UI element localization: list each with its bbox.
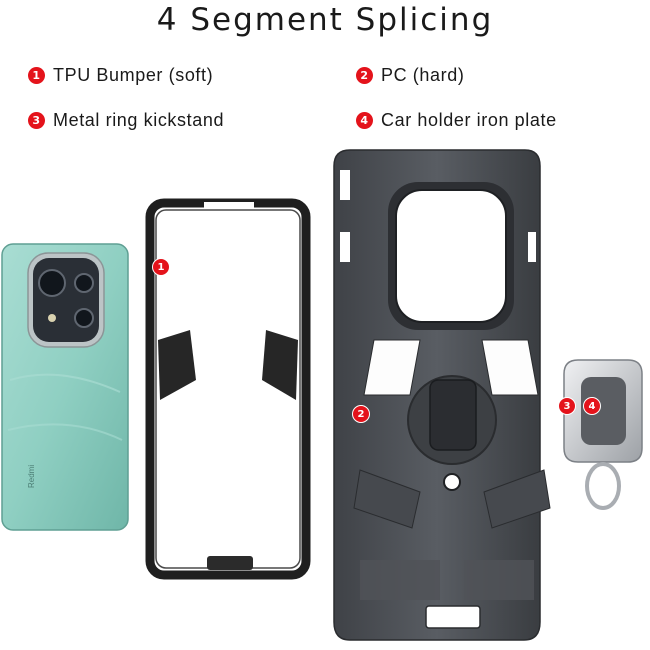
marker-tpu-bumper: 1 bbox=[152, 258, 170, 276]
camera-lens bbox=[74, 308, 94, 328]
legend-item-pc-hard: 2 PC (hard) bbox=[356, 63, 464, 87]
legend-label: Car holder iron plate bbox=[381, 109, 557, 130]
bottom-port-cutout bbox=[425, 605, 481, 629]
flash bbox=[48, 314, 56, 322]
pc-hard-shell bbox=[333, 149, 551, 641]
camera-lens bbox=[38, 269, 66, 297]
legend-number-badge: 2 bbox=[356, 66, 373, 84]
marker-iron-plate: 4 bbox=[583, 397, 601, 415]
legend-number-badge: 3 bbox=[28, 111, 45, 129]
phone-brand-text: Redmi bbox=[27, 465, 36, 488]
legend-item-tpu-bumper: 1 TPU Bumper (soft) bbox=[28, 63, 213, 87]
marker-metal-ring: 3 bbox=[558, 397, 576, 415]
legend-item-iron-plate: 4 Car holder iron plate bbox=[356, 108, 557, 132]
legend-label: TPU Bumper (soft) bbox=[53, 64, 214, 85]
legend-label: Metal ring kickstand bbox=[53, 109, 225, 130]
iron-plate bbox=[581, 377, 626, 445]
legend-number-badge: 1 bbox=[28, 66, 45, 84]
page-title: 4 Segment Splicing bbox=[156, 2, 494, 38]
phone-back: Redmi bbox=[1, 243, 129, 531]
camera-lens bbox=[74, 273, 94, 293]
legend-label: PC (hard) bbox=[381, 64, 465, 85]
metal-ring-kickstand bbox=[563, 359, 643, 510]
ring-loop bbox=[585, 462, 621, 510]
legend-number-badge: 4 bbox=[356, 111, 373, 129]
tpu-bumper-frame bbox=[145, 198, 311, 580]
legend-item-metal-ring: 3 Metal ring kickstand bbox=[28, 108, 224, 132]
bottom-port-cutout bbox=[207, 556, 253, 570]
marker-pc-shell: 2 bbox=[352, 405, 370, 423]
